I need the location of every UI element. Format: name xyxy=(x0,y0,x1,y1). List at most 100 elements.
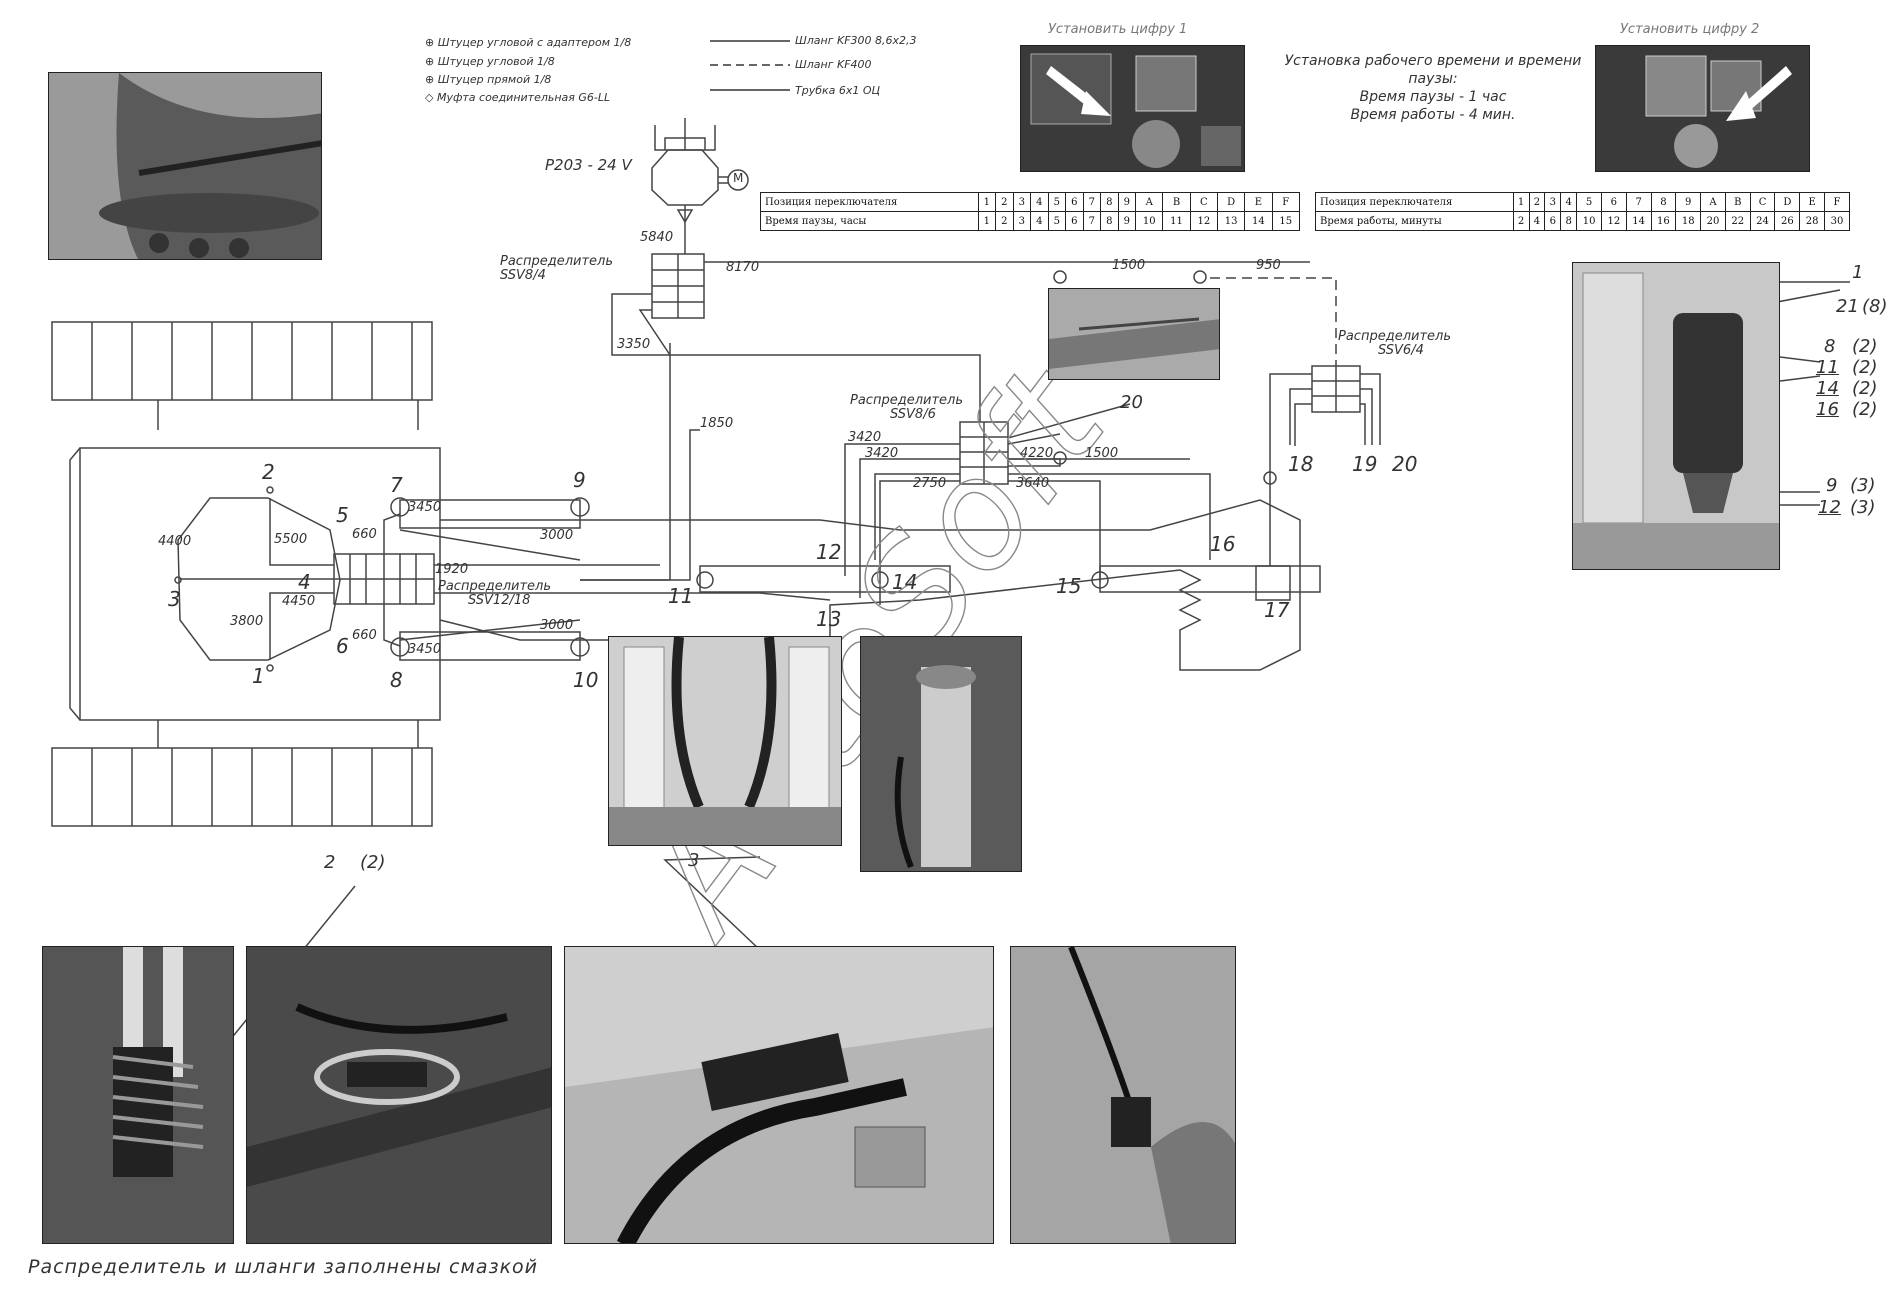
photo-distributor-4 xyxy=(1010,946,1236,1244)
callout-number: 16 xyxy=(1816,399,1839,420)
elbow-fitting-icon: ⊕ xyxy=(425,55,435,68)
point-number: 13 xyxy=(816,607,842,631)
setting-title-line2: паузы: xyxy=(1408,71,1458,87)
callout-qty: (8) xyxy=(1862,296,1888,317)
distributor-model: SSV8/4 xyxy=(500,268,546,283)
length-label: 3350 xyxy=(617,337,651,352)
callout-number: 8 xyxy=(1824,336,1836,357)
point-number: 3 xyxy=(168,587,181,611)
length-label: 3420 xyxy=(865,446,899,461)
length-label: 2750 xyxy=(913,476,947,491)
table-cell: 8 xyxy=(1560,211,1578,231)
distributor-label: Распределитель xyxy=(850,393,963,408)
length-label: 3640 xyxy=(1016,476,1050,491)
boom-cylinder xyxy=(699,565,951,593)
callout-number: 14 xyxy=(1816,378,1839,399)
length-label: 660 xyxy=(352,527,377,542)
photo-distributor-2 xyxy=(246,946,552,1244)
legend-item: ◇ Муфта соединительная G6-LL xyxy=(425,91,610,104)
length-label: 4220 xyxy=(1020,446,1054,461)
table-cell: 30 xyxy=(1824,211,1850,231)
table-cell: 14 xyxy=(1244,211,1273,231)
legend-label: Муфта соединительная G6-LL xyxy=(436,91,611,104)
table-cell: 5 xyxy=(1047,211,1067,231)
point-number: 4 xyxy=(298,570,311,594)
point-number: 1 xyxy=(252,664,265,688)
table-cell: 7 xyxy=(1625,192,1652,212)
pump-body xyxy=(651,149,719,206)
motor-label: M xyxy=(733,171,744,185)
length-label: 660 xyxy=(352,628,377,643)
table-cell: 8 xyxy=(1100,211,1119,231)
table-cell: 6 xyxy=(1065,192,1084,212)
point-number: 10 xyxy=(573,668,599,692)
table-cell: 1 xyxy=(977,192,997,212)
callout-number: 3 xyxy=(688,850,700,871)
line-legend-samples xyxy=(710,40,790,91)
table-cell: 10 xyxy=(1135,211,1164,231)
table-cell: 13 xyxy=(1216,211,1246,231)
table-cell: 24 xyxy=(1749,211,1776,231)
legend-item: ⊕ Штуцер угловой с адаптером 1/8 xyxy=(425,36,631,49)
line-legend-label: Трубка 6х1 ОЦ xyxy=(795,84,881,97)
distributor-model: SSV6/4 xyxy=(1378,343,1424,358)
length-label: 8170 xyxy=(726,260,760,275)
table-cell: 22 xyxy=(1724,211,1751,231)
callout-number: 12 xyxy=(1818,497,1841,518)
length-label: 4450 xyxy=(282,594,316,609)
callout-number: 1 xyxy=(1852,262,1864,283)
legend-label: Штуцер угловой 1/8 xyxy=(437,55,555,68)
table-cell: 11 xyxy=(1162,211,1191,231)
length-label: 950 xyxy=(1256,258,1281,273)
point-number: 7 xyxy=(390,473,403,497)
table-header: Позиция переключателя xyxy=(1315,192,1514,212)
table-cell: D xyxy=(1216,192,1246,212)
length-label: 3000 xyxy=(540,618,574,633)
callout-qty: (2) xyxy=(1852,336,1878,357)
legend-item: ⊕ Штуцер угловой 1/8 xyxy=(425,55,555,68)
length-label: 1920 xyxy=(435,562,469,577)
point-number: 5 xyxy=(336,503,349,527)
table-cell: 9 xyxy=(1675,192,1702,212)
point-number: 15 xyxy=(1056,574,1082,598)
setting-work: Время работы - 4 мин. xyxy=(1350,107,1516,123)
table-cell: E xyxy=(1244,192,1273,212)
setting-title-line1: Установка рабочего времени и времени xyxy=(1284,53,1582,69)
table-cell: C xyxy=(1189,192,1218,212)
photo-distributor-3 xyxy=(564,946,994,1244)
callout-number: 2 xyxy=(324,852,336,873)
table-cell: 8 xyxy=(1100,192,1119,212)
setting-title: Установка рабочего времени и времени пау… xyxy=(1268,52,1598,124)
undercarriage-outline xyxy=(79,447,441,721)
table-header: Время работы, минуты xyxy=(1315,211,1514,231)
length-label: 1500 xyxy=(1112,258,1146,273)
table-cell: 28 xyxy=(1799,211,1825,231)
length-label: 1850 xyxy=(700,416,734,431)
point-number: 6 xyxy=(336,634,349,658)
table-cell: 4 xyxy=(1560,192,1578,212)
point-number: 16 xyxy=(1210,532,1236,556)
timer-board-photo-2 xyxy=(1595,45,1810,172)
arm-cylinder xyxy=(1099,565,1321,593)
length-label: 3420 xyxy=(848,430,882,445)
callout-number: 20 xyxy=(1120,392,1143,413)
straight-fitting-icon: ⊕ xyxy=(425,73,435,86)
table-cell: 12 xyxy=(1600,211,1627,231)
point-number: 8 xyxy=(390,668,403,692)
boom-outline xyxy=(439,499,1301,671)
table-cell: 20 xyxy=(1700,211,1726,231)
table-cell: 9 xyxy=(1117,192,1137,212)
callout-qty: (2) xyxy=(360,852,386,873)
photo-hoses-boom xyxy=(608,636,842,846)
bucket-point xyxy=(1255,565,1291,601)
table-cell: 18 xyxy=(1675,211,1702,231)
left-track-top xyxy=(51,321,433,401)
setting-pause: Время паузы - 1 час xyxy=(1359,89,1507,105)
distributor-label: Распределитель xyxy=(500,254,613,269)
table-cell: 6 xyxy=(1065,211,1084,231)
length-label: 3000 xyxy=(540,528,574,543)
table-cell: 3 xyxy=(1012,192,1032,212)
